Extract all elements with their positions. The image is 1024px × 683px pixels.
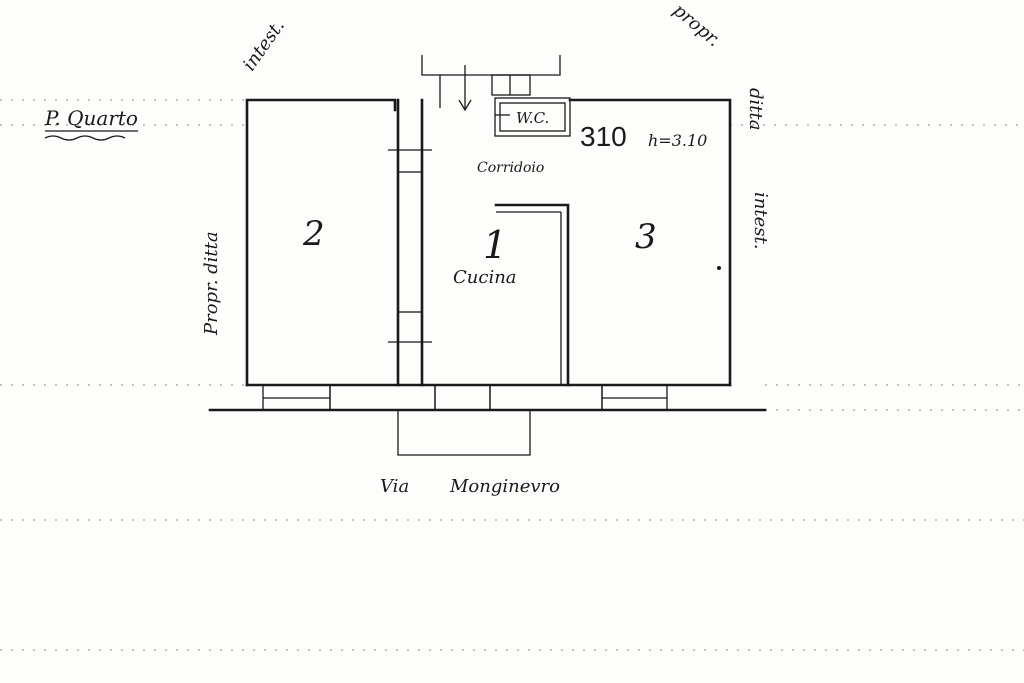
ceiling-height-label: h=3.10 — [648, 131, 707, 150]
corridor-label: Corridoio — [477, 160, 544, 176]
street-name-label: Monginevro — [449, 476, 560, 497]
left-boundary-label: Propr. ditta — [201, 231, 222, 336]
room-3-number: 3 — [635, 217, 657, 257]
partition-wall-right — [494, 203, 570, 387]
right-bottom-boundary-label: intest. — [750, 192, 771, 249]
unit-number: 310 — [580, 121, 627, 152]
room-2-number: 2 — [302, 214, 325, 254]
wc-block — [421, 55, 571, 137]
room-3-dot-mark — [717, 266, 721, 270]
partition-wall-left — [388, 98, 432, 387]
floor-label-wavy-underline — [44, 135, 126, 141]
background-dotted-lines — [0, 99, 1024, 651]
top-left-boundary-label: intest. — [239, 16, 289, 75]
street-via-label: Via — [380, 476, 409, 497]
right-top-boundary-label: ditta — [745, 88, 766, 130]
wc-label: W.C. — [516, 109, 549, 127]
top-right-boundary-label: propr. — [669, 0, 725, 51]
entrance-bracket — [397, 410, 531, 456]
street-front-wall — [208, 384, 767, 412]
room-1-number: 1 — [483, 223, 507, 267]
floor-label: P. Quarto — [44, 106, 138, 130]
room-1-name: Cucina — [453, 267, 517, 288]
